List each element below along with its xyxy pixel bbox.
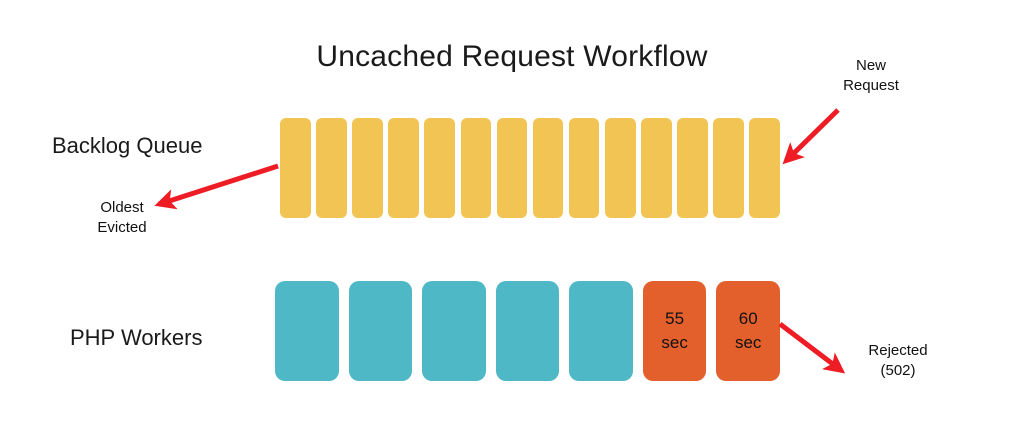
queue-slot <box>677 118 708 218</box>
queue-slot <box>496 118 528 218</box>
worker-duration-value: 55 <box>665 309 685 328</box>
backlog-queue-row <box>280 118 780 218</box>
rejected-label: Rejected (502) <box>852 341 944 381</box>
new-request-line-1: New <box>855 57 886 74</box>
queue-slot <box>424 118 456 218</box>
oldest-evicted-label: Oldest Evicted <box>84 198 160 238</box>
queue-slot <box>460 118 492 218</box>
new-request-arrow <box>782 108 840 165</box>
php-workers-label: PHP Workers <box>70 325 203 350</box>
worker-slot-free <box>348 281 413 381</box>
oldest-evicted-arrow <box>154 163 279 210</box>
worker-duration-unit: sec <box>661 333 688 352</box>
queue-slot <box>352 118 383 218</box>
new-request-label: New Request <box>830 56 912 96</box>
oldest-evicted-line-2: Evicted <box>97 219 147 236</box>
backlog-queue-label: Backlog Queue <box>52 133 203 158</box>
rejected-line-1: Rejected <box>868 342 928 359</box>
queue-slot <box>388 118 419 218</box>
worker-slot-busy: 55 sec <box>642 281 707 381</box>
worker-duration-unit: sec <box>734 333 762 352</box>
worker-slot-free <box>275 281 339 381</box>
rejected-arrow <box>778 322 846 374</box>
worker-slot-busy: 60 sec <box>716 281 780 381</box>
worker-slot-free <box>422 281 486 381</box>
worker-slot-free <box>569 281 633 381</box>
php-workers-row: 55 sec 60 sec <box>275 281 780 381</box>
queue-slot <box>604 118 636 218</box>
worker-slot-free <box>495 281 560 381</box>
queue-slot <box>280 118 311 218</box>
queue-slot <box>749 118 780 218</box>
queue-slot <box>568 118 600 218</box>
queue-slot <box>641 118 672 218</box>
queue-slot <box>713 118 744 218</box>
new-request-line-2: Request <box>843 77 899 94</box>
worker-duration-value: 60 <box>738 309 758 328</box>
oldest-evicted-line-1: Oldest <box>100 199 144 216</box>
queue-slot <box>532 118 564 218</box>
page-title: Uncached Request Workflow <box>316 40 708 73</box>
queue-slot <box>316 118 347 218</box>
rejected-line-2: (502) <box>880 362 916 379</box>
